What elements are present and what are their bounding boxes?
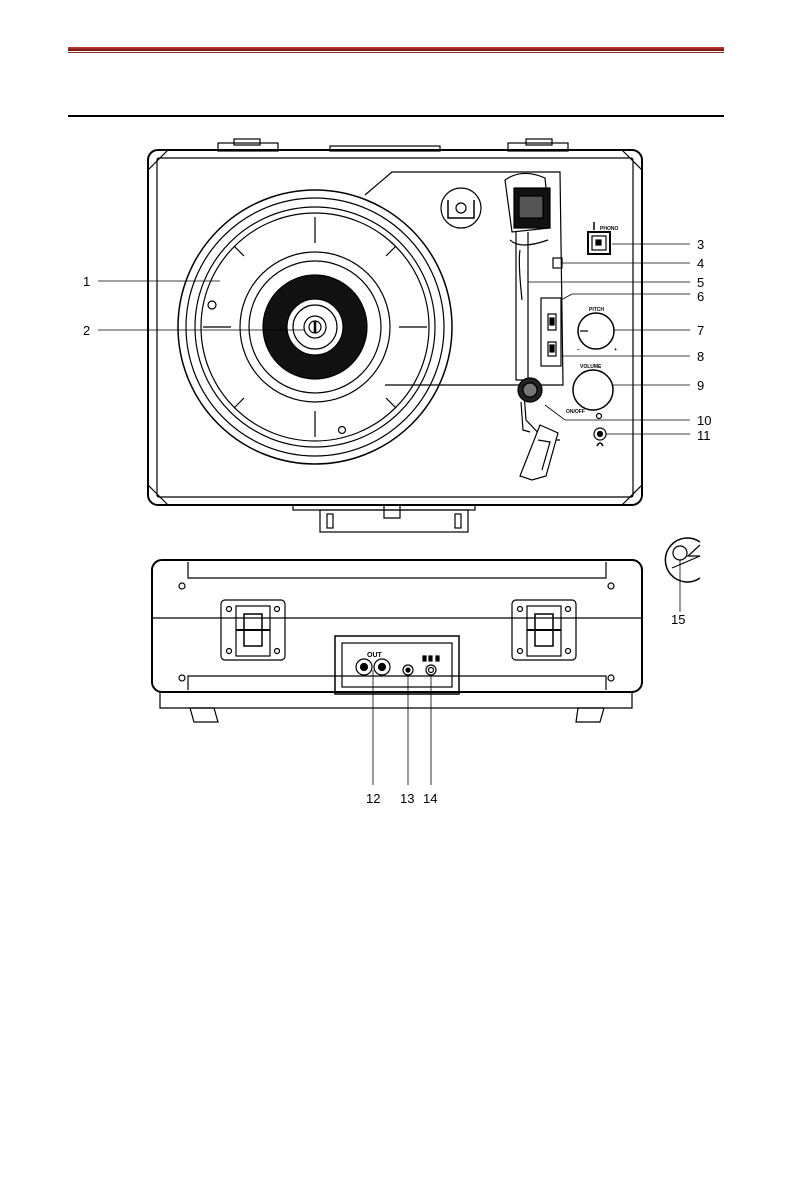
- rear-panel: [335, 636, 459, 694]
- callout-10: 10: [697, 413, 711, 428]
- callout-15: 15: [671, 612, 685, 627]
- volume-label: VOLUME: [580, 364, 602, 370]
- platter: [178, 190, 452, 464]
- latch-left: [221, 600, 285, 660]
- foot-left: [190, 708, 218, 722]
- rear-top-strip: [188, 562, 606, 578]
- top-view: [98, 139, 690, 532]
- callout-11: 11: [697, 428, 711, 443]
- foot-right: [576, 708, 604, 722]
- out-label: OUT: [367, 652, 383, 659]
- callout-1: 1: [83, 274, 90, 289]
- callout-12: 12: [366, 791, 380, 806]
- volume-knob: [573, 370, 613, 410]
- callout-5: 5: [697, 275, 704, 290]
- brand-logo: [441, 188, 481, 228]
- callout-14: 14: [423, 791, 437, 806]
- onoff-label: ON/OFF: [566, 409, 585, 415]
- power-led: [597, 414, 602, 419]
- bottom-handle: [320, 510, 468, 532]
- callout-13: 13: [400, 791, 414, 806]
- callout-7: 7: [697, 323, 704, 338]
- latch-right: [512, 600, 576, 660]
- callout-3: 3: [697, 237, 704, 252]
- rear-bottom-strip: [188, 676, 606, 690]
- callout-9: 9: [697, 378, 704, 393]
- pitch-plus: +: [614, 347, 617, 353]
- phono-label: PHONO: [600, 226, 618, 232]
- callout-8: 8: [697, 349, 704, 364]
- top-hinge-left-cap: [234, 139, 260, 145]
- top-hinge-right-cap: [526, 139, 552, 145]
- pitch-minus: −: [577, 347, 580, 353]
- callout-4: 4: [697, 256, 704, 271]
- adapter-45: [665, 538, 700, 612]
- rear-case: [152, 560, 642, 692]
- callout-2: 2: [83, 323, 90, 338]
- rear-view: [152, 560, 642, 785]
- pitch-label: PITCH: [589, 307, 604, 313]
- dc-in-jack: [426, 665, 436, 675]
- callout-6: 6: [697, 289, 704, 304]
